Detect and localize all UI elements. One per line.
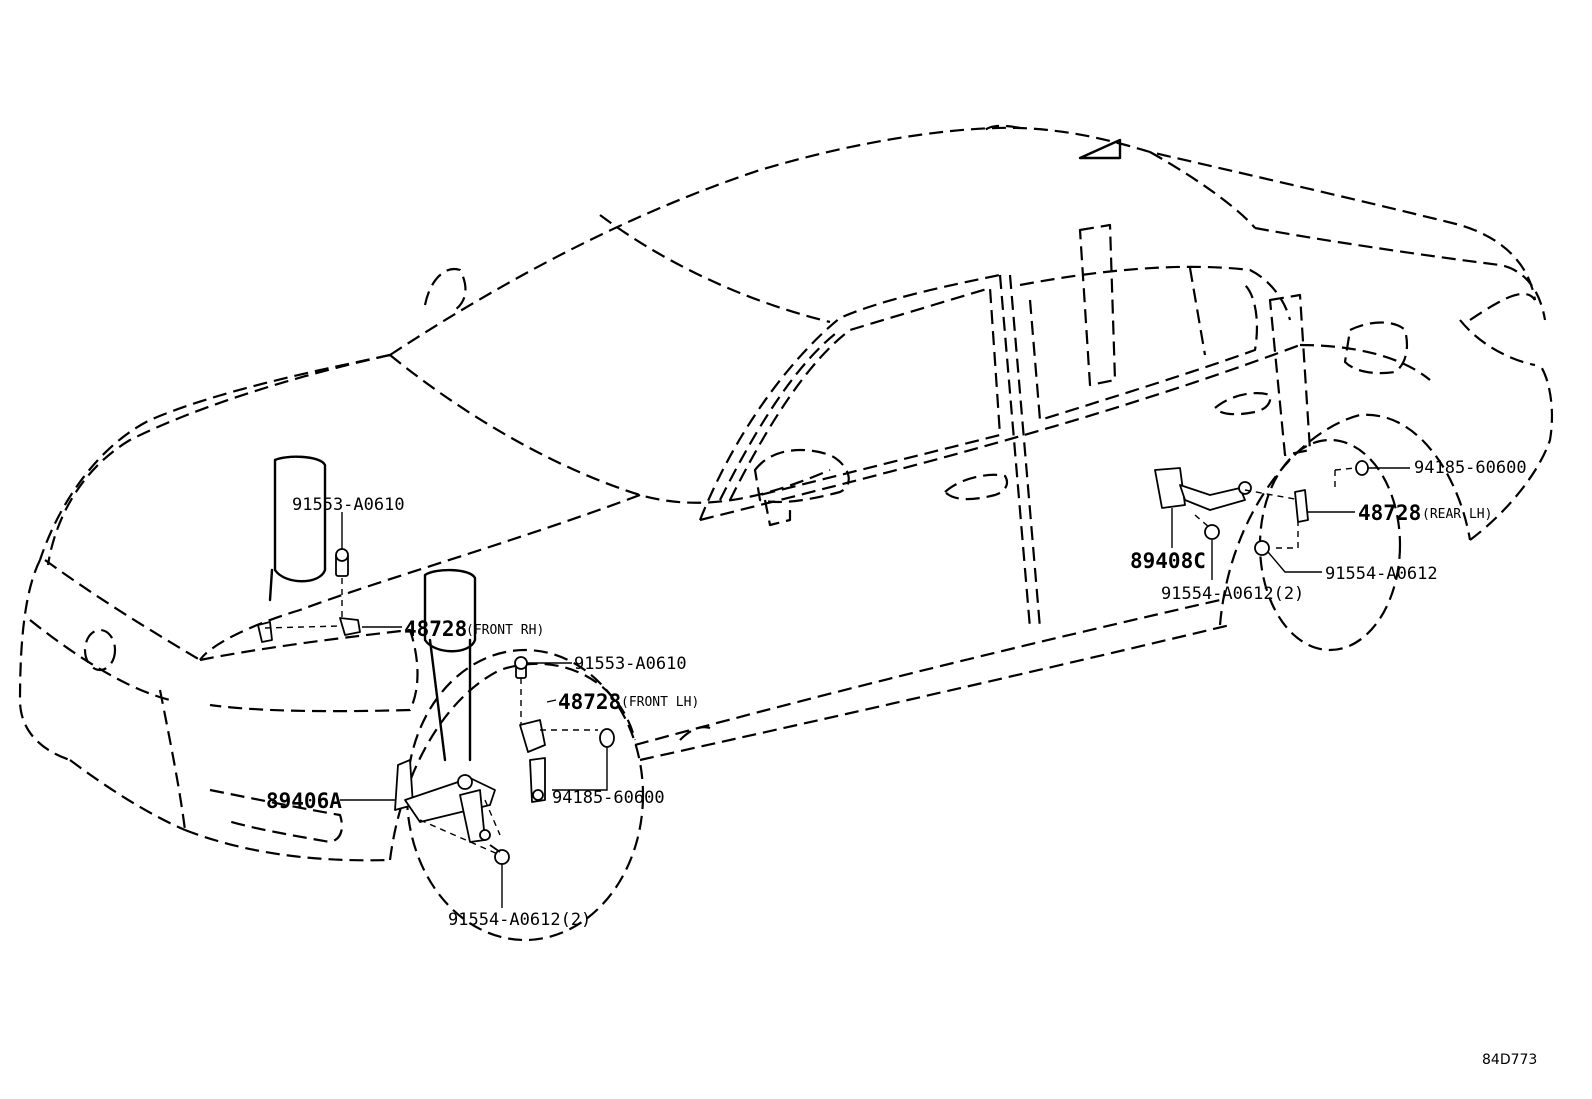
nut-rear-label: 94185-60600 — [1414, 458, 1527, 478]
front-rh-link-part — [257, 548, 361, 643]
bolt-front-rh-label: 91553-A0610 — [292, 495, 405, 515]
rear-height-sensor-part — [1154, 467, 1301, 540]
sensor-rear-label: 89408C — [1130, 549, 1206, 573]
link-front-rh-note: (FRONT RH) — [466, 623, 544, 638]
bolt-rear-label: 91554-A0612 — [1325, 564, 1438, 584]
callout-labels: 91553-A0610 48728 (FRONT RH) 91553-A0610… — [266, 458, 1537, 1068]
link-rear-lh-number: 48728 — [1358, 501, 1421, 525]
link-front-lh-note: (FRONT LH) — [621, 695, 699, 710]
parts — [257, 460, 1369, 865]
car-body — [18, 124, 1554, 942]
front-lower-bolt-part — [489, 844, 510, 865]
sensor-front-label: 89406A — [266, 789, 342, 813]
rear-lh-link-part — [1275, 460, 1369, 549]
bolt-rear-lower-label: 91554-A0612(2) — [1161, 584, 1304, 604]
bolt-front-lh-label: 91553-A0610 — [574, 654, 687, 674]
figure-id: 84D773 — [1482, 1052, 1537, 1068]
front-nut-part — [599, 728, 615, 748]
link-rear-lh-note: (REAR LH) — [1422, 507, 1492, 522]
front-height-sensor-part — [394, 759, 501, 856]
nut-front-label: 94185-60600 — [552, 788, 665, 808]
rear-bolt-part — [1254, 540, 1270, 556]
bolt-front-lower-label: 91554-A0612(2) — [448, 910, 591, 930]
link-front-rh-number: 48728 — [404, 617, 467, 641]
link-front-lh-number: 48728 — [558, 690, 621, 714]
front-lh-link-part — [514, 656, 598, 803]
leader-lines — [340, 467, 1410, 908]
